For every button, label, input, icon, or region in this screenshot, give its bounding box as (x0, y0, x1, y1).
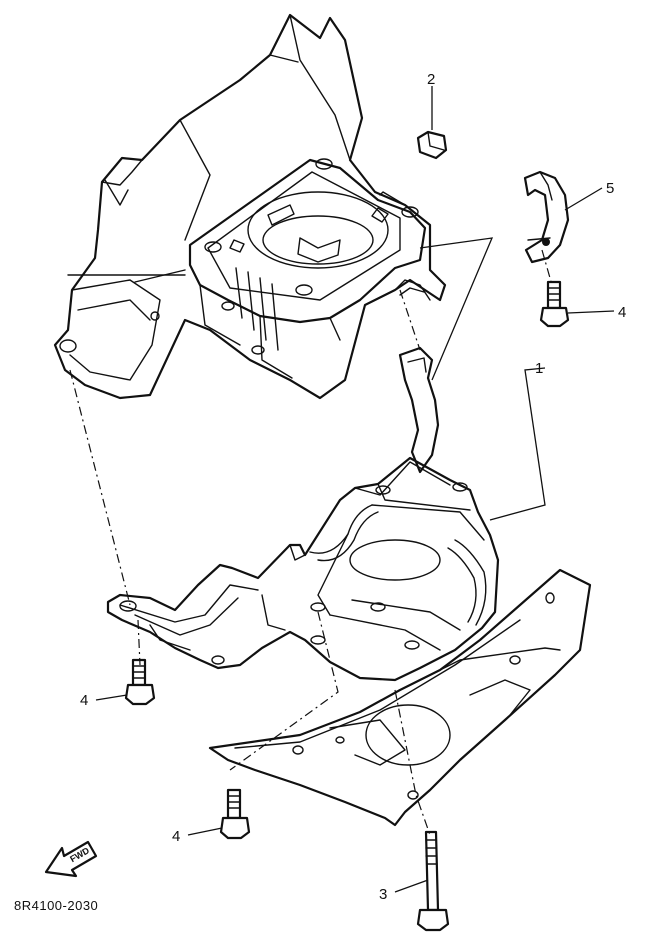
bolt-lower-middle (219, 788, 251, 840)
lower-crankcase (106, 456, 500, 682)
bolt-left (124, 658, 156, 706)
callout-4-upper: 4 (618, 304, 626, 321)
drawing-code: 8R4100-2030 (14, 898, 98, 913)
callout-4-lower: 4 (172, 828, 180, 845)
callout-5: 5 (606, 180, 614, 197)
bottom-plate (208, 568, 592, 827)
case-gasket (398, 346, 440, 474)
upper-crankcase (53, 13, 447, 400)
clamp-bracket (523, 170, 570, 264)
bolt-upper-right (539, 280, 570, 328)
leader-lines (95, 86, 615, 893)
alignment-lines (69, 249, 553, 836)
callout-3: 3 (379, 886, 387, 903)
callout-2: 2 (427, 71, 435, 88)
long-bolt (416, 830, 450, 932)
small-plug (416, 130, 448, 160)
forward-arrow-icon: FWD (44, 840, 98, 878)
callout-1: 1 (535, 360, 543, 377)
callout-4-left: 4 (80, 692, 88, 709)
